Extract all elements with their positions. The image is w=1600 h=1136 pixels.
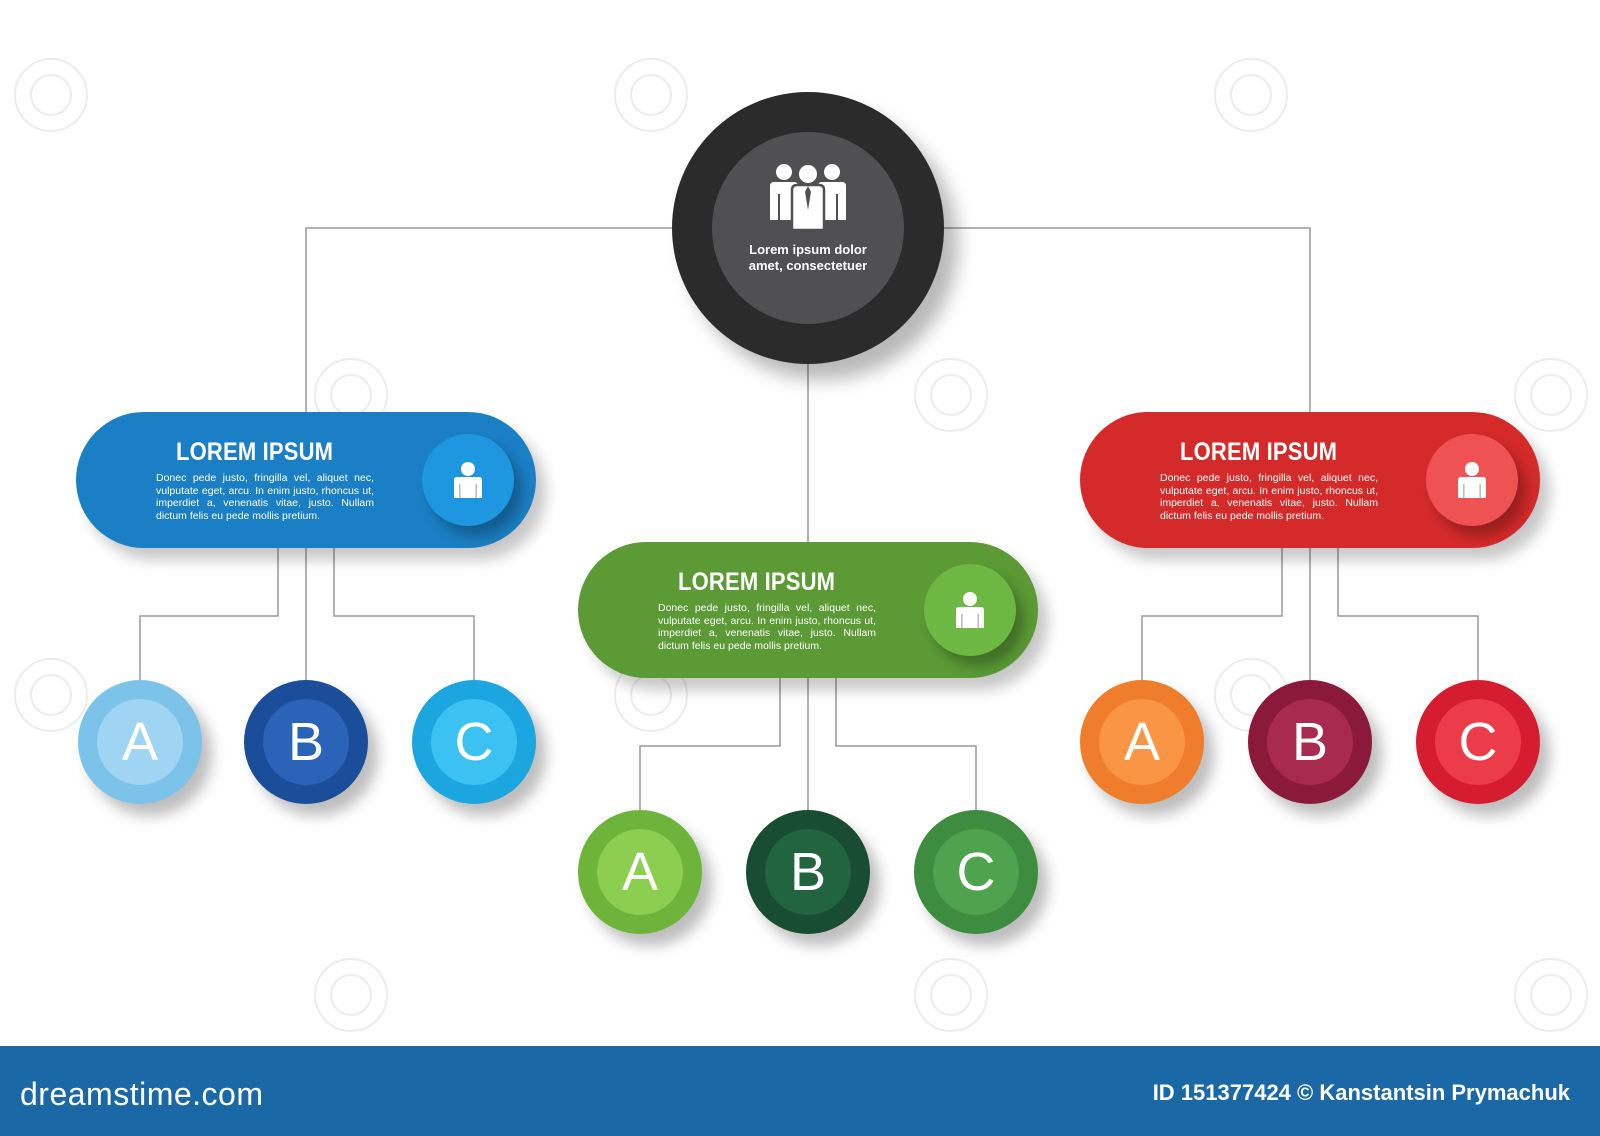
watermark-swirl-icon: [914, 358, 988, 432]
watermark-swirl-icon: [314, 958, 388, 1032]
branch-icon-circle: [924, 564, 1016, 656]
branch-body: Donec pede justo, fringilla vel, aliquet…: [1160, 472, 1378, 522]
watermark-swirl-icon: [14, 58, 88, 132]
leaf-node-right-b: B: [1248, 680, 1372, 804]
root-text-line1: Lorem ipsum dolor: [749, 242, 867, 257]
person-icon: [956, 592, 984, 628]
root-node: Lorem ipsum dolor amet, consectetuer: [672, 92, 944, 364]
leaf-node-right-a: A: [1080, 680, 1204, 804]
leaf-node-left-b: B: [244, 680, 368, 804]
leaf-node-left-a: A: [78, 680, 202, 804]
leaf-label: C: [431, 699, 517, 785]
leaf-node-right-c: C: [1416, 680, 1540, 804]
watermark-swirl-icon: [1214, 58, 1288, 132]
branch-pill-blue: LOREM IPSUM Donec pede justo, fringilla …: [76, 412, 536, 548]
footer-brand: dreamstime.com: [20, 1076, 264, 1112]
watermark-swirl-icon: [1514, 358, 1588, 432]
people-group-icon: [770, 164, 846, 232]
leaf-node-center-a: A: [578, 810, 702, 934]
footer-credit: ID 151377424 © Kanstantsin Prymachuk: [1152, 1080, 1570, 1105]
branch-icon-circle: [422, 434, 514, 526]
connector-left-a: [139, 548, 279, 680]
person-icon: [1458, 462, 1486, 498]
connector-right-a: [1141, 548, 1283, 680]
root-node-inner: Lorem ipsum dolor amet, consectetuer: [712, 132, 904, 324]
branch-title: LOREM IPSUM: [1180, 438, 1338, 466]
watermark-swirl-icon: [914, 958, 988, 1032]
root-text-line2: amet, consectetuer: [748, 258, 868, 273]
leaf-node-left-c: C: [412, 680, 536, 804]
leaf-label: A: [1099, 699, 1185, 785]
connector-center-a: [639, 678, 781, 810]
connector-right-c: [1337, 548, 1479, 680]
branch-body: Donec pede justo, fringilla vel, aliquet…: [658, 602, 876, 652]
leaf-node-center-c: C: [914, 810, 1038, 934]
leaf-label: B: [263, 699, 349, 785]
watermark-swirl-icon: [14, 658, 88, 732]
branch-body: Donec pede justo, fringilla vel, aliquet…: [156, 472, 374, 522]
watermark-swirl-icon: [1514, 958, 1588, 1032]
branch-title: LOREM IPSUM: [678, 568, 836, 596]
branch-title: LOREM IPSUM: [176, 438, 334, 466]
watermark-swirl-icon: [614, 58, 688, 132]
branch-icon-circle: [1426, 434, 1518, 526]
leaf-node-center-b: B: [746, 810, 870, 934]
branch-pill-green: LOREM IPSUM Donec pede justo, fringilla …: [578, 542, 1038, 678]
leaf-label: A: [597, 829, 683, 915]
leaf-label: B: [1267, 699, 1353, 785]
footer-bar: dreamstime.com ID 151377424 © Kanstantsi…: [0, 1046, 1600, 1136]
leaf-label: A: [97, 699, 183, 785]
leaf-label: B: [765, 829, 851, 915]
branch-pill-red: LOREM IPSUM Donec pede justo, fringilla …: [1080, 412, 1540, 548]
connector-root-left: [305, 227, 672, 412]
connector-left-c: [333, 548, 475, 680]
leaf-label: C: [1435, 699, 1521, 785]
connector-root-right: [944, 227, 1311, 412]
leaf-label: C: [933, 829, 1019, 915]
root-node-text: Lorem ipsum dolor amet, consectetuer: [722, 242, 894, 274]
connector-center-c: [835, 678, 977, 810]
person-icon: [454, 462, 482, 498]
